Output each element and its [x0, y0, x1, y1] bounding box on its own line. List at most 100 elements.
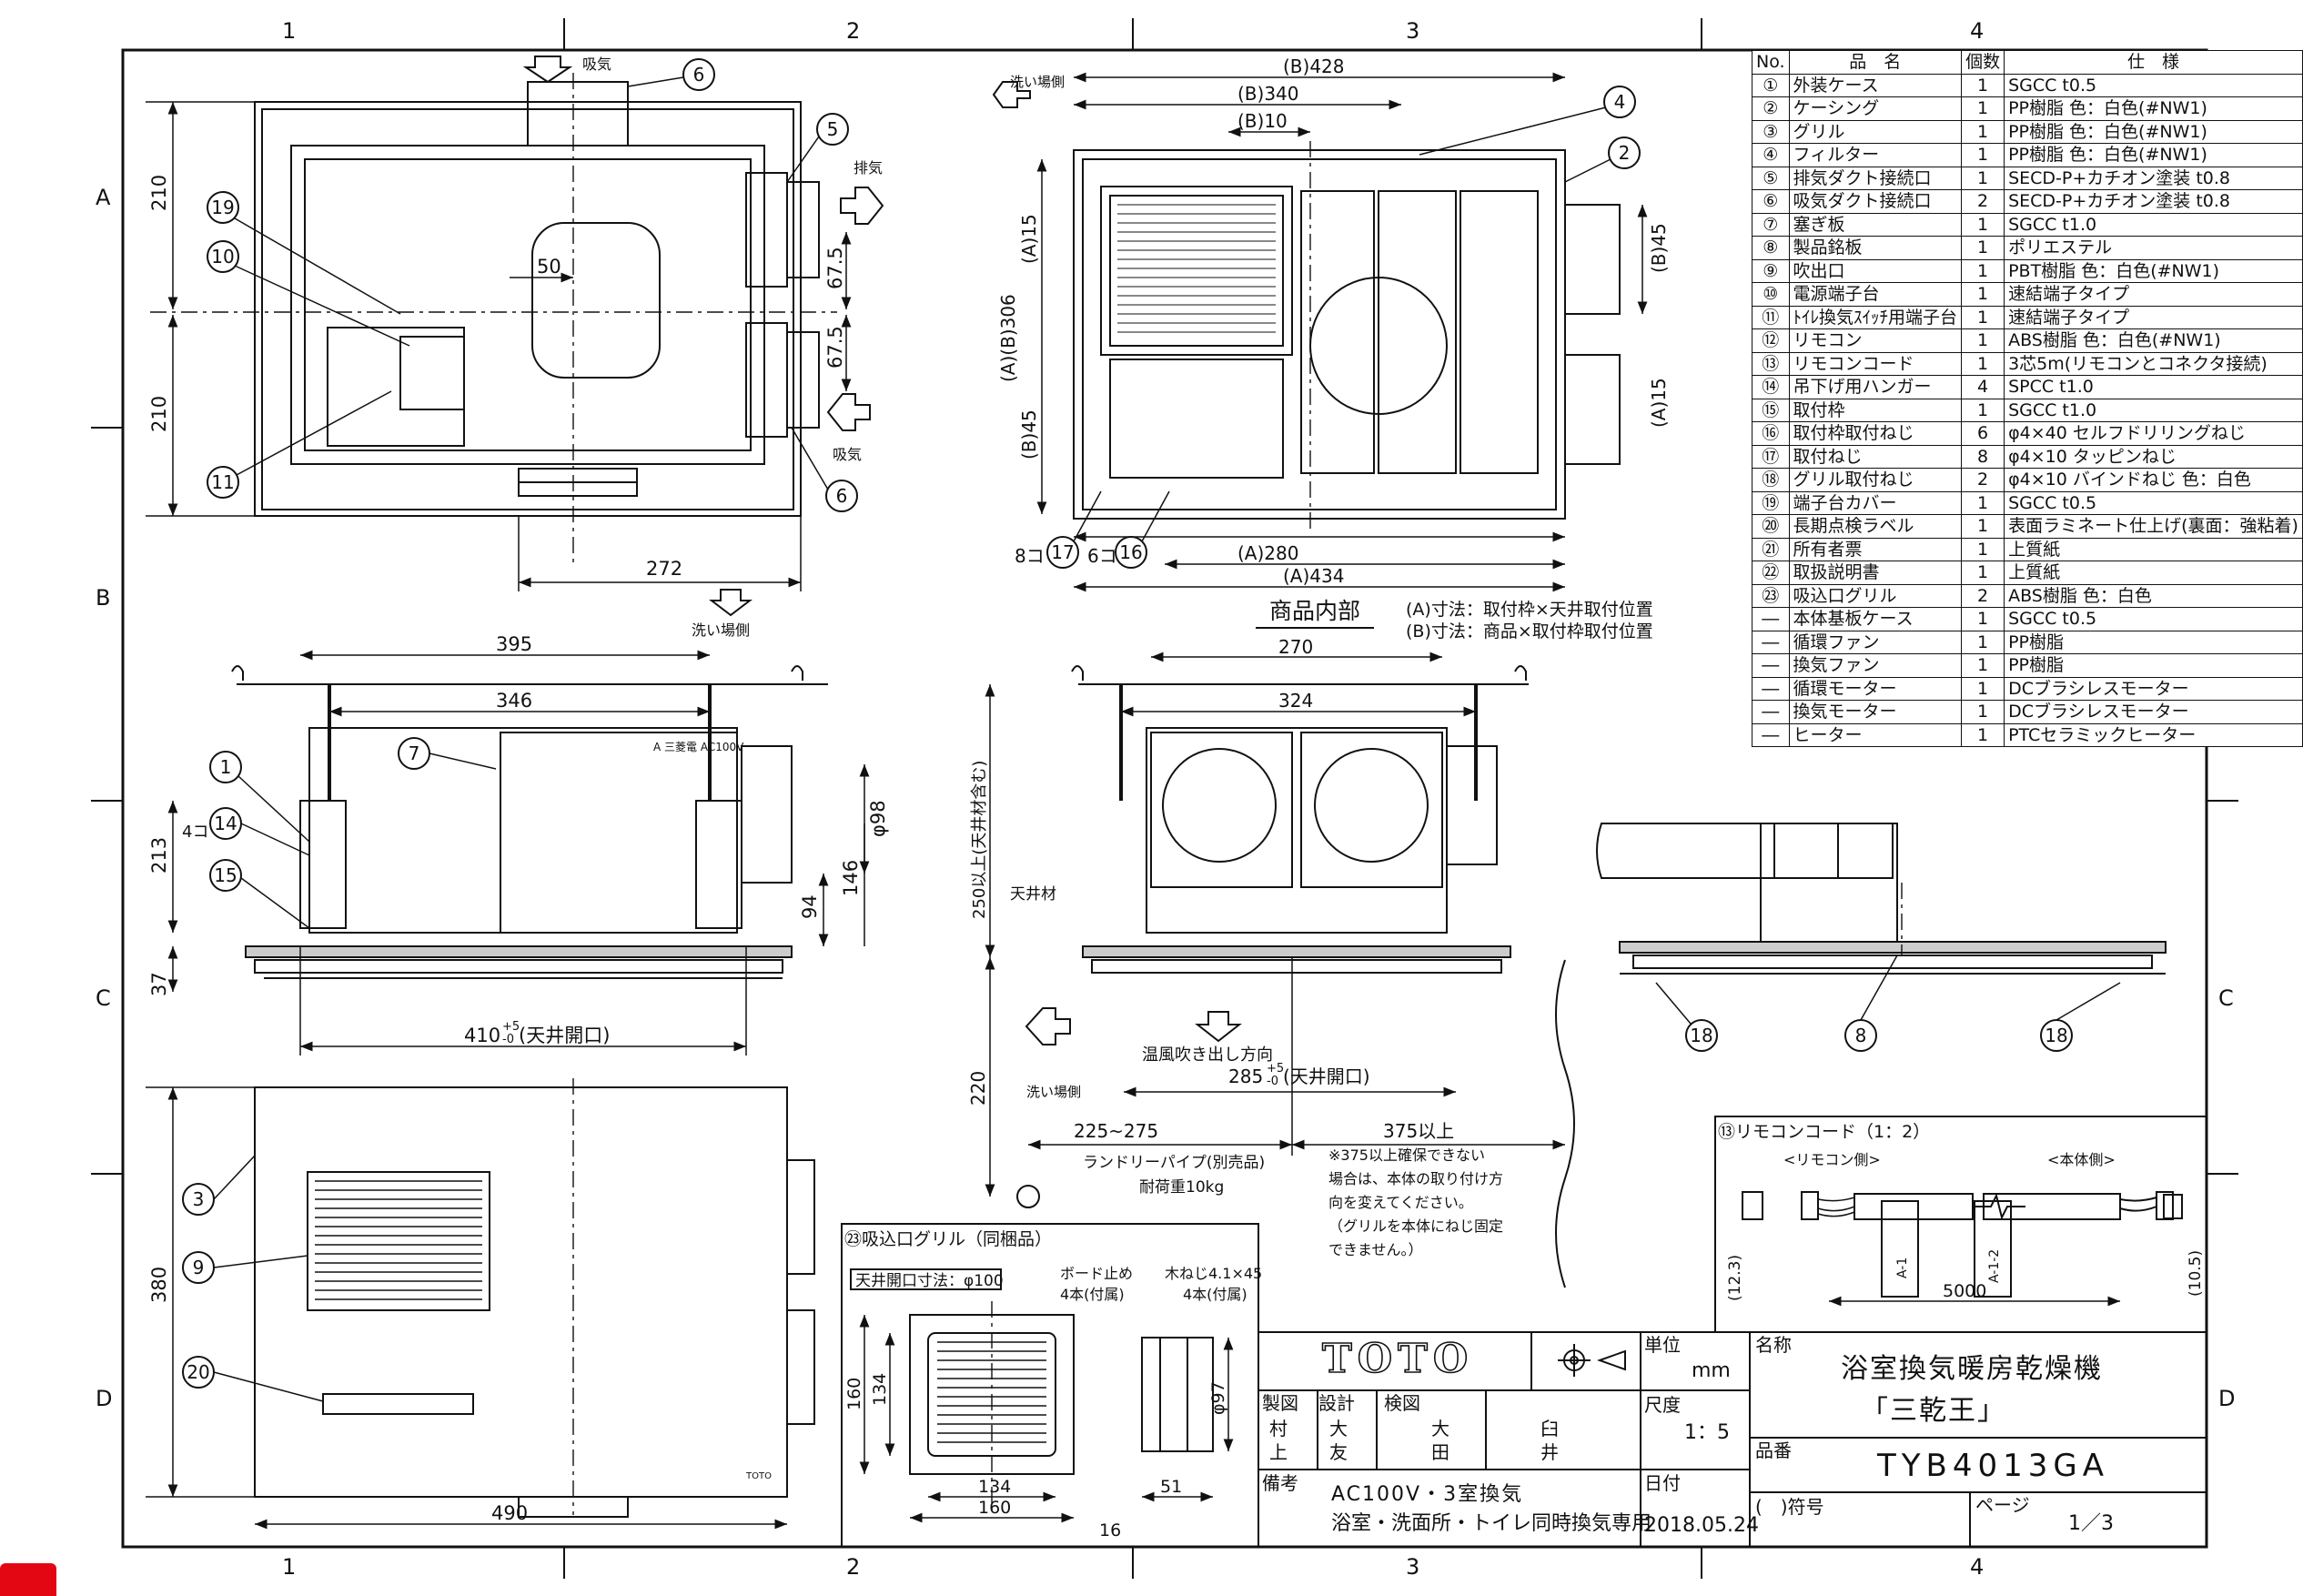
part-balloons	[182, 58, 2073, 1389]
dim-a15a: (A)15	[1018, 214, 1040, 264]
part-no: ②	[1752, 96, 1790, 121]
balloon-2: 2	[1619, 142, 1631, 164]
part-name: 製品銘板	[1788, 236, 1963, 260]
part-spec: SGCC t1.0	[2004, 398, 2303, 422]
dim-220: 220	[967, 1071, 989, 1106]
balloon-19: 19	[211, 197, 234, 218]
design-label: 設計	[1318, 1392, 1355, 1414]
dim-380: 380	[148, 1267, 170, 1303]
part-name: 塞ぎ板	[1788, 212, 1963, 237]
dim-37: 37	[148, 972, 170, 996]
part-spec: SECD-P+カチオン塗装 t0.8	[2004, 189, 2303, 214]
part-name: 取付枠取付ねじ	[1788, 421, 1963, 446]
balloon-numbers: 6 5 19 10 11 6 4 2 17 16 1 14 15 7 3 9 2…	[187, 64, 2067, 1383]
part-qty: 1	[1961, 490, 2005, 515]
made-by-2: 上	[1269, 1441, 1288, 1463]
part-no: ⑰	[1752, 444, 1790, 469]
made-label: 製図	[1262, 1392, 1298, 1414]
part-name: グリル	[1788, 119, 1963, 144]
dim-a434: (A)434	[1283, 565, 1344, 587]
part-spec: PBT樹脂 色：白色(#NW1)	[2004, 258, 2303, 283]
part-name: グリル取付ねじ	[1788, 468, 1963, 492]
design-by-2: 友	[1329, 1441, 1348, 1463]
part-qty: 1	[1961, 700, 2005, 724]
balloon-16: 16	[1119, 541, 1142, 563]
part-no: ⑧	[1752, 236, 1790, 260]
balloon-15: 15	[214, 864, 237, 886]
count-8: 8コ	[1015, 545, 1045, 567]
warm-air-label: 温風吹き出し方向	[1142, 1045, 1273, 1065]
part-name: 取扱説明書	[1788, 561, 1963, 585]
part-spec: SGCC t1.0	[2004, 212, 2303, 237]
balloon-6a: 6	[693, 64, 705, 86]
part-name: 外装ケース	[1788, 73, 1963, 97]
part-spec: PTCセラミックヒーター	[2004, 722, 2303, 747]
dim-b45r: (B)45	[1648, 223, 1670, 273]
caution-line-4: （グリルを本体にねじ固定	[1328, 1217, 1503, 1235]
check-by-2a: 臼	[1540, 1418, 1559, 1439]
dim-a280: (A)280	[1237, 542, 1298, 564]
dim-134b: 134	[978, 1477, 1011, 1497]
dim-410-tol0: -0	[502, 1033, 514, 1046]
dim-b10: (B)10	[1237, 110, 1288, 132]
side-view	[231, 665, 828, 979]
part-qty: 1	[1961, 630, 2005, 654]
balloon-1: 1	[220, 756, 232, 778]
col-label-3: 3	[1406, 18, 1419, 44]
count-4: 4コ	[182, 823, 208, 842]
top-view-labels: 吸気 排気 吸気 洗い場側	[582, 56, 883, 639]
front-view-dim-text: 270 324 250以上(天井材含む) 220 285 +5 -0 (天井開口…	[967, 636, 1454, 1197]
balloon-10: 10	[211, 246, 234, 268]
part-no: ―	[1752, 607, 1790, 631]
col-qty: 個数	[1961, 50, 2005, 75]
dim-285-open: (天井開口)	[1283, 1066, 1370, 1087]
pipe-label: ランドリーパイプ(別売品)	[1083, 1154, 1265, 1172]
part-no: ⑥	[1752, 189, 1790, 214]
part-no: ⑯	[1752, 421, 1790, 446]
part-name: 取付ねじ	[1788, 444, 1963, 469]
date-value: 2018.05.24	[1644, 1514, 1759, 1537]
part-qty: 1	[1961, 166, 2005, 190]
part-no: ―	[1752, 630, 1790, 654]
part-no: ⑫	[1752, 328, 1790, 353]
part-spec: SPCC t1.0	[2004, 375, 2303, 399]
dim-97: φ97	[1208, 1381, 1228, 1415]
part-no: ―	[1752, 676, 1790, 701]
part-qty: 1	[1961, 398, 2005, 422]
balloon-4: 4	[1614, 91, 1626, 113]
dim-b428: (B)428	[1283, 56, 1345, 77]
part-no: ⑨	[1752, 258, 1790, 283]
inner-view-dims	[1036, 72, 1648, 592]
brand-logo: TOTO	[1321, 1336, 1474, 1382]
dim-410: 410	[464, 1025, 500, 1046]
side-view-dim-text: 395 346 213 37 φ98 146 94 410 +5 -0 (天井開…	[148, 633, 889, 1046]
check-by-1b: 田	[1431, 1441, 1449, 1463]
part-spec: 速結端子タイプ	[2004, 305, 2303, 329]
grille-detail-title: ㉓吸込口グリル（同梱品）	[844, 1229, 1052, 1249]
row-label-b: B	[96, 585, 110, 611]
made-by-1: 村	[1269, 1418, 1288, 1439]
part-qty: 1	[1961, 212, 2005, 237]
part-qty: 1	[1961, 722, 2005, 747]
wash-side-label: 洗い場側	[692, 621, 750, 639]
dim-675a: 67.5	[824, 247, 846, 289]
dim-250: 250以上(天井材含む)	[970, 761, 989, 919]
part-name: 所有者票	[1788, 537, 1963, 561]
bottom-view-dim-text: 380 490 TOTO	[148, 1267, 772, 1524]
part-no: ⑲	[1752, 490, 1790, 515]
supply-label-2: 吸気	[833, 446, 862, 463]
col-label-4b: 4	[1970, 1554, 1984, 1580]
part-spec: ABS樹脂 色：白色(#NW1)	[2004, 328, 2303, 353]
dim-225: 225~275	[1074, 1120, 1158, 1142]
part-qty: 1	[1961, 258, 2005, 283]
part-no: ③	[1752, 119, 1790, 144]
